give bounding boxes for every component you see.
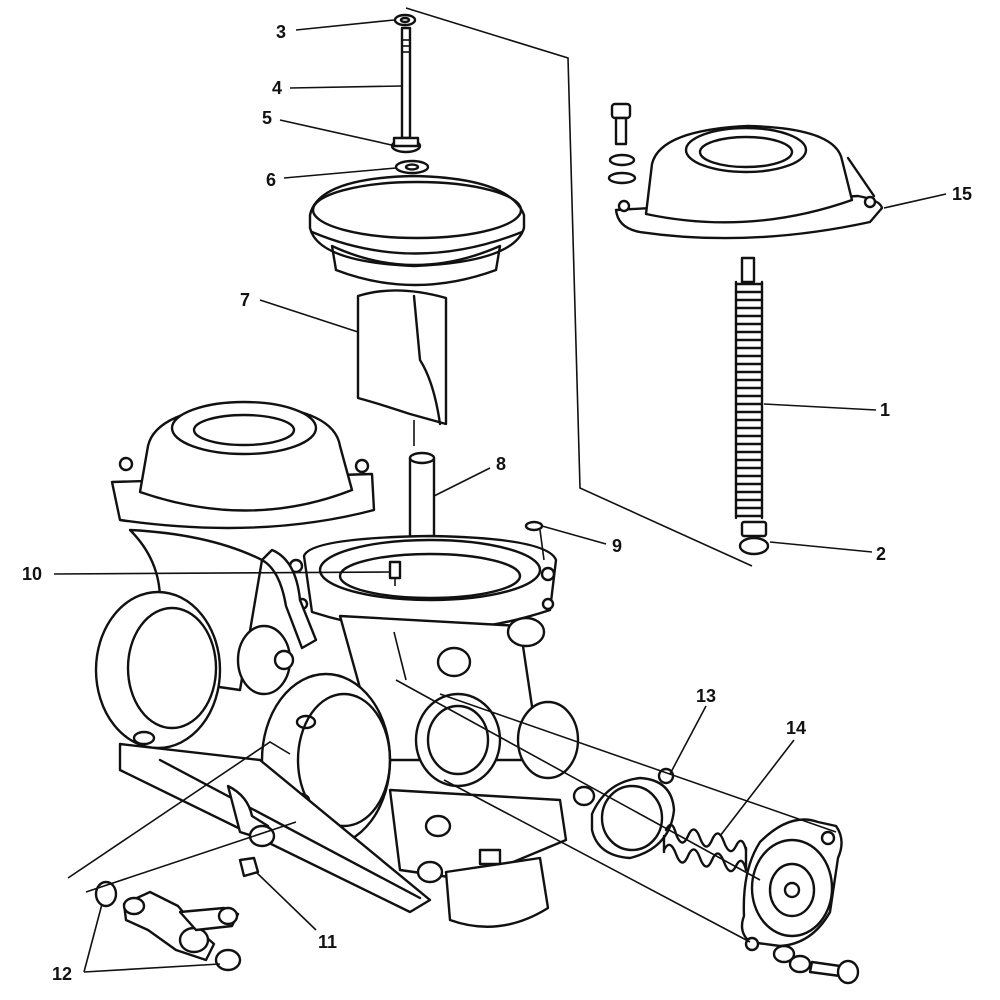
top-cover [614,124,884,240]
callout-5: 5 [262,108,272,128]
diaphragm-washer [394,159,430,175]
idle-screw [238,856,260,878]
callout-11: 11 [318,932,337,952]
leader-lines [53,19,947,973]
vacuum-diaphragm [572,767,676,860]
diaphragm-spring [662,823,748,873]
callout-12: 12 [52,964,72,984]
spacer-washer [390,136,422,154]
callout-1: 1 [880,400,890,420]
cover-screws [607,102,637,185]
mounting-rail [118,742,432,914]
callout-9: 9 [612,536,622,556]
callout-8: 8 [496,454,506,474]
choke-plunger [94,880,242,972]
retaining-clip [393,13,417,27]
front-carburetor [260,534,580,928]
throttle-slide [356,289,448,446]
callout-10: 10 [22,564,42,584]
jet-needle [400,26,412,140]
callout-2: 2 [876,544,886,564]
callout-14: 14 [786,718,806,738]
spring-seat [738,520,770,556]
lower-guide-lines [67,631,837,943]
slide-spring [734,256,764,520]
rear-carburetor [94,400,376,750]
diaphragm-cover [740,818,843,952]
pilot-jet [388,560,402,586]
assembly-guide-line [405,7,753,567]
callout-labels: 3 4 5 6 7 8 9 10 11 12 13 14 15 1 2 [22,22,972,984]
callout-13: 13 [696,686,716,706]
small-washer [524,520,545,561]
callout-7: 7 [240,290,250,310]
cover-bolt [772,944,860,985]
callout-6: 6 [266,170,276,190]
callout-15: 15 [952,184,972,204]
callout-3: 3 [276,22,286,42]
callout-4: 4 [272,78,282,98]
diaphragm [308,174,526,287]
